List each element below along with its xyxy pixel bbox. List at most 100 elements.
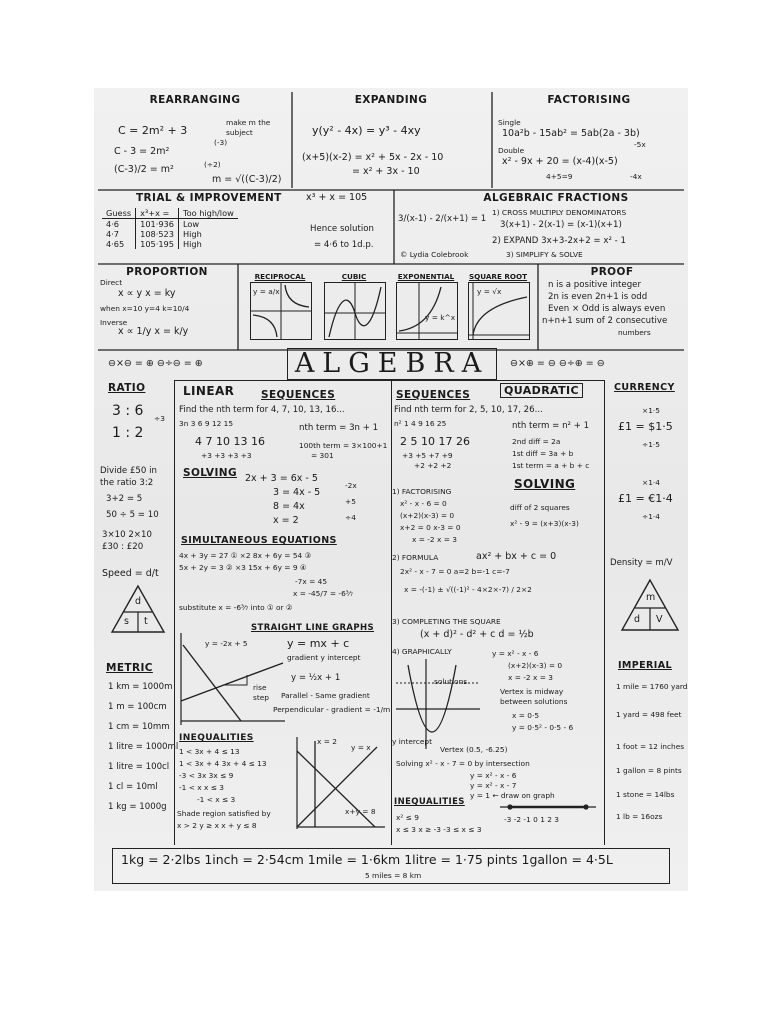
trial-improvement-section: TRIAL & IMPROVEMENT x³ + x = 105 Guess x… xyxy=(100,192,394,268)
linear-seq-line-1: Find the nth term for 4, 7, 10, 13, 16..… xyxy=(179,405,345,415)
inequalities-right-1: x² ≤ 9 xyxy=(396,813,419,822)
graphically-eq-3: x = -2 x = 3 xyxy=(508,673,553,682)
table-cell: 105·195 xyxy=(135,239,179,249)
proportion-title: PROPORTION xyxy=(126,266,208,278)
trial-table: Guess x³+x = Too high/low 4·6 101·936 Lo… xyxy=(102,208,238,249)
vertex-midway-2: between solutions xyxy=(500,697,568,706)
ratio-line-4: the ratio 3:2 xyxy=(100,478,154,488)
simultaneous-line-5: substitute x = -6³⁄₇ into ① or ② xyxy=(179,603,293,612)
trial-answer: = 4·6 to 1d.p. xyxy=(314,240,374,250)
imperial-item: 1 gallon = 8 pints xyxy=(616,766,682,775)
metric-section: METRIC 1 km = 1000m 1 m = 100cm 1 cm = 1… xyxy=(100,662,178,832)
quadratic-formula-1: 2x² - x - 7 = 0 a=2 b=-1 c=-7 xyxy=(400,567,510,576)
table-cell: High xyxy=(182,229,202,239)
table-cell: High xyxy=(182,239,202,249)
solving-op-1: -2x xyxy=(345,481,357,490)
difference-of-squares-label: diff of 2 squares xyxy=(510,503,570,512)
metric-item: 1 kg = 1000g xyxy=(108,802,167,812)
proof-line-5: numbers xyxy=(618,328,651,337)
fractions-step-2: 2) EXPAND 3x+3-2x+2 = x² - 1 xyxy=(492,236,626,246)
solving-line-2: 3 = 4x - 5 xyxy=(273,487,321,498)
table-row: 4·6 101·936 Low xyxy=(102,218,238,229)
ratio-line-6: 50 ÷ 5 = 10 xyxy=(106,510,159,520)
parabola-graph xyxy=(396,659,480,749)
quadratic-nth-term: nth term = n² + 1 xyxy=(512,421,590,431)
quadratic-second-diff: 2nd diff = 2a xyxy=(512,437,561,446)
linear-100th-term: 100th term = 3×100+1 xyxy=(299,441,388,450)
intersection-eq-3: y = 1 ← draw on graph xyxy=(470,791,555,800)
ratio-line-2: 1 : 2 xyxy=(112,425,144,441)
density-triangle-left: d xyxy=(634,614,641,625)
inequalities-left-3: -3 < 3x 3x ≤ 9 xyxy=(179,771,234,780)
factorising-line-1: 10a²b - 15ab² = 5ab(2a - 3b) xyxy=(502,128,640,139)
solving-line-4: x = 2 xyxy=(273,515,299,526)
proportion-direct-2: when x=10 y=4 k=10/4 xyxy=(100,304,190,313)
straight-line-gradient: gradient y intercept xyxy=(287,653,361,662)
quadratic-seq-line-5: +2 +2 +2 xyxy=(414,461,452,470)
factorising-annotation-1: -5x xyxy=(634,140,646,149)
proportion-section: PROPORTION Direct x ∝ y x = ky when x=10… xyxy=(98,266,236,344)
signs-right: ⊖×⊕ = ⊖ ⊖÷⊕ = ⊖ xyxy=(510,358,605,369)
page-title: ALGEBRA xyxy=(287,348,497,380)
vertex-y: y = 0·5² - 0·5 - 6 xyxy=(512,723,574,732)
quadratic-formula-2: x = -(-1) ± √((-1)² - 4×2×-7) / 2×2 xyxy=(404,585,532,594)
straight-line-title: STRAIGHT LINE GRAPHS xyxy=(251,623,375,633)
linear-seq-line-3: 4 7 10 13 16 xyxy=(195,435,265,448)
square-root-graph: y = √x xyxy=(468,282,530,340)
speed-triangle xyxy=(110,584,166,633)
metric-item: 1 litre = 100cl xyxy=(108,762,170,772)
imperial-item: 1 lb = 16ozs xyxy=(616,812,663,821)
factorising-double-label: Double xyxy=(498,146,525,155)
straight-line-general: y = mx + c xyxy=(287,637,350,650)
expanding-line-2: (x+5)(x-2) = x² + 5x - 2x - 10 xyxy=(302,152,444,163)
proportion-inverse-label: Inverse xyxy=(100,318,128,327)
quadratic-first-diff: 1st diff = 3a + b xyxy=(512,449,574,458)
straight-line-graph xyxy=(180,633,285,725)
inequality-graph-yx: y = x xyxy=(351,743,371,752)
ratio-line-8: £30 : £20 xyxy=(102,542,144,552)
expanding-title: EXPANDING xyxy=(354,94,428,106)
inequalities-right-title: INEQUALITIES xyxy=(394,797,465,807)
quadratic-factorising-1: x² - x - 6 = 0 xyxy=(400,499,447,508)
expanding-line-1: y(y² - 4x) = y³ - 4xy xyxy=(312,124,421,137)
density-triangle-top: m xyxy=(646,592,656,603)
parabola-y-intercept: y intercept xyxy=(392,737,432,746)
factorising-title: FACTORISING xyxy=(547,94,631,106)
table-cell: Low xyxy=(182,219,200,229)
signs-left: ⊖×⊖ = ⊕ ⊖÷⊖ = ⊕ xyxy=(108,358,203,369)
quadratic-title: QUADRATIC xyxy=(500,383,583,398)
number-line-labels: -3 -2 -1 0 1 2 3 xyxy=(504,815,560,824)
fractions-step-1b: 3(x+1) - 2(x-1) = (x-1)(x+1) xyxy=(500,220,622,230)
ratio-op-1: ÷3 xyxy=(154,414,165,423)
inequality-graph-xy8: x+y = 8 xyxy=(345,807,376,816)
proof-title: PROOF xyxy=(590,266,634,278)
graphically-eq-2: (x+2)(x-3) = 0 xyxy=(508,661,563,670)
reciprocal-curve xyxy=(251,283,311,339)
completing-square-form: (x + d)² - d² + c d = ½b xyxy=(420,629,534,640)
graph-label-square-root: SQUARE ROOT xyxy=(468,272,528,281)
quadratic-formula-label: 2) FORMULA xyxy=(392,553,439,562)
rearranging-op-2: (÷2) xyxy=(204,160,221,169)
conversions-line: 1kg = 2·2lbs 1inch = 2·54cm 1mile = 1·6k… xyxy=(121,852,613,867)
table-cell: 4·65 xyxy=(102,239,137,249)
inequalities-left-6: Shade region satisfied by xyxy=(177,809,271,818)
linear-title: LINEAR xyxy=(183,384,235,398)
rearranging-line-2: C - 3 = 2m² xyxy=(114,146,170,157)
rearranging-line-3: (C-3)/2 = m² xyxy=(114,164,174,175)
table-cell: 4·7 xyxy=(102,229,137,239)
metric-title: METRIC xyxy=(106,662,153,674)
linear-100th-value: = 301 xyxy=(311,451,334,460)
trial-header-guess: Guess xyxy=(102,208,137,219)
ratio-title: RATIO xyxy=(108,382,146,394)
table-row: 4·7 108·523 High xyxy=(102,229,238,239)
factorising-line-2: x² - 9x + 20 = (x-4)(x-5) xyxy=(502,156,618,167)
straight-line-eq-2: y = ½x + 1 xyxy=(291,673,341,683)
ratio-line-3: Divide £50 in xyxy=(100,466,157,476)
factorising-annotation-2: -4x xyxy=(630,172,642,181)
reciprocal-graph: y = a/x xyxy=(250,282,312,340)
currency-mult-1: ×1·5 xyxy=(642,406,660,415)
imperial-item: 1 yard = 498 feet xyxy=(616,710,682,719)
quadratic-seq-line-3: 2 5 10 17 26 xyxy=(400,435,470,448)
conversions-box: 1kg = 2·2lbs 1inch = 2·54cm 1mile = 1·6k… xyxy=(112,848,670,884)
linear-nth-term: nth term = 3n + 1 xyxy=(299,423,379,433)
